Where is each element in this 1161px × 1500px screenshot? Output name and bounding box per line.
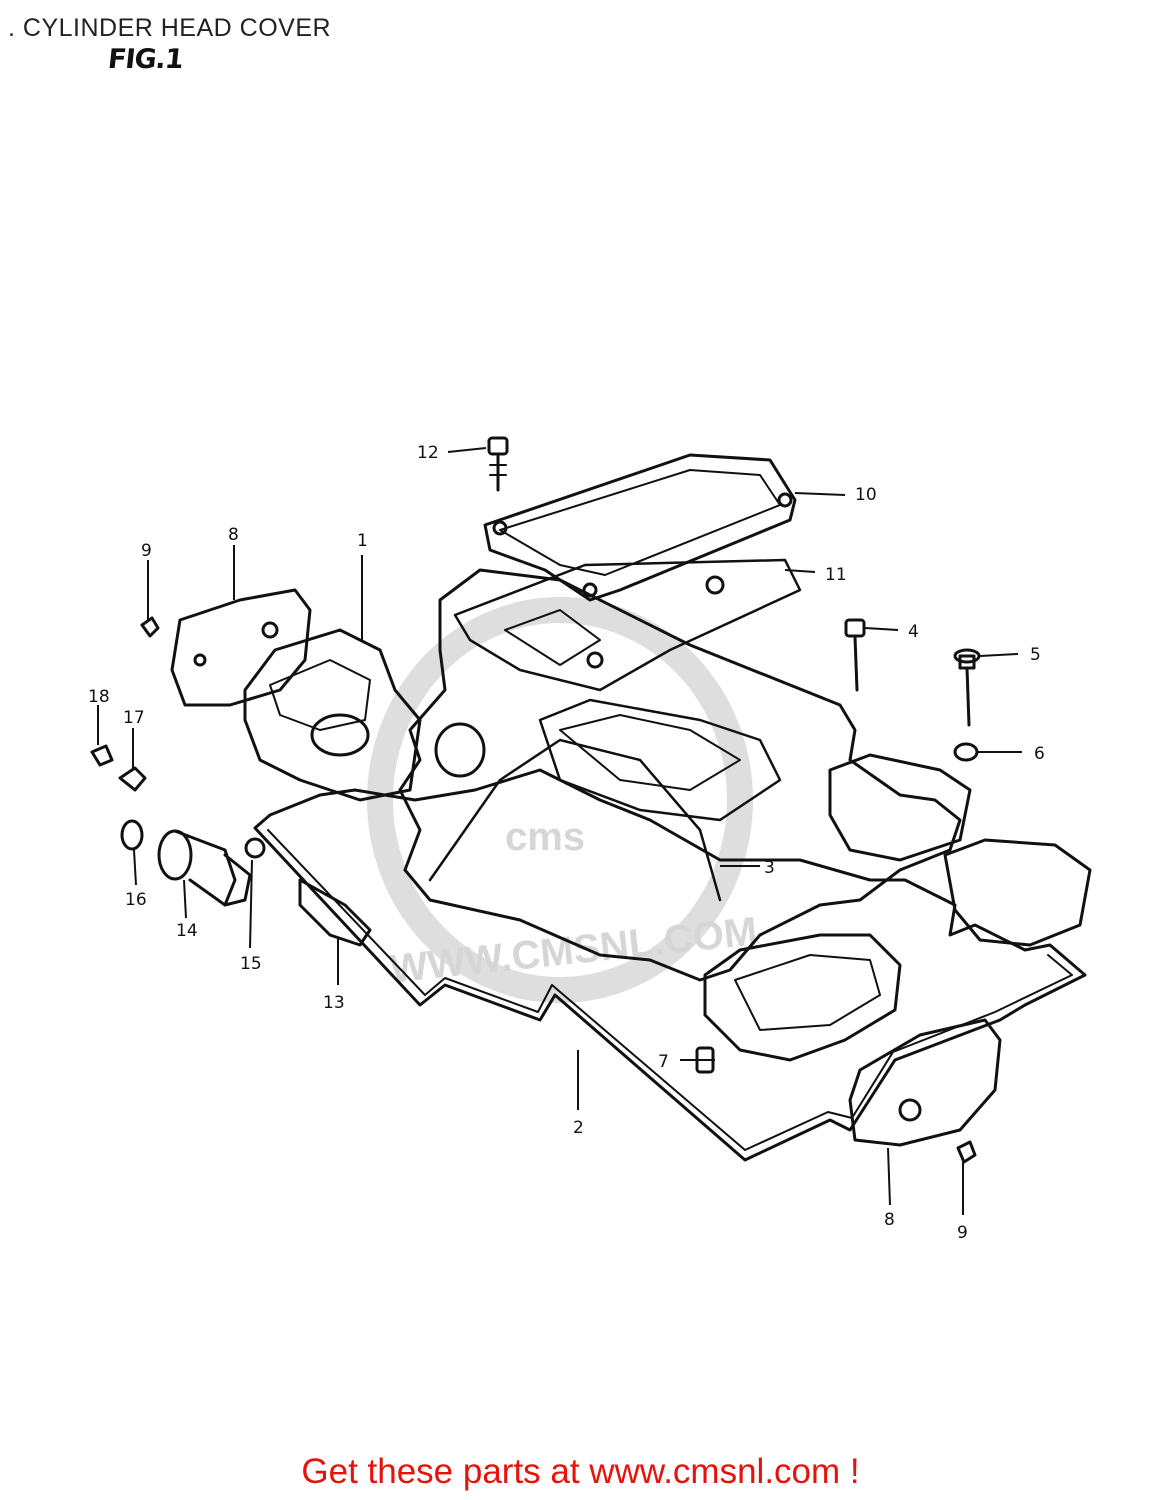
tach-drive-14 <box>157 829 252 907</box>
callout-numbers: 1 2 3 4 5 6 7 8 8 9 9 10 11 12 13 14 15 … <box>88 443 1045 1243</box>
callout-9-bottom: 9 <box>957 1223 968 1243</box>
get-parts-link[interactable]: Get these parts at www.cmsnl.com ! <box>0 1452 1161 1492</box>
callout-2: 2 <box>573 1118 584 1138</box>
callout-8-top: 8 <box>228 525 239 545</box>
callout-6: 6 <box>1034 744 1045 764</box>
gasket-inner <box>267 829 1073 1151</box>
head-cover-center-inner <box>559 714 741 791</box>
callout-5: 5 <box>1030 645 1041 665</box>
oring-15 <box>244 837 266 859</box>
head-cover-body <box>398 568 962 982</box>
breather-gasket <box>453 558 802 692</box>
callout-3: 3 <box>764 858 775 878</box>
screw-9-left <box>140 616 160 638</box>
watermark-logo: cms <box>505 815 585 859</box>
oring-16 <box>120 819 144 851</box>
watermark: cms WWW.CMSNL.COM <box>367 597 759 1003</box>
right-housing-c <box>703 933 902 1062</box>
breather-cover <box>483 453 797 602</box>
page-title: . CYLINDER HEAD COVER <box>8 14 332 42</box>
callout-10: 10 <box>855 485 877 505</box>
get-parts-link-text[interactable]: Get these parts at www.cmsnl.com ! <box>301 1452 860 1491</box>
bolt-18 <box>90 744 114 767</box>
callout-9-top: 9 <box>141 541 152 561</box>
callout-7: 7 <box>658 1052 669 1072</box>
end-cap-left <box>170 588 312 707</box>
callout-8-bottom: 8 <box>884 1210 895 1230</box>
plate-17 <box>118 766 147 792</box>
sensor-13 <box>298 878 372 947</box>
callout-18: 18 <box>88 687 110 707</box>
callout-13: 13 <box>323 993 345 1013</box>
callout-17: 17 <box>123 708 145 728</box>
bolt-5 <box>953 648 981 727</box>
head-cover-ridge <box>428 738 722 902</box>
bolt-12 <box>487 436 509 492</box>
callout-4: 4 <box>908 622 919 642</box>
right-housing-b <box>943 838 1092 947</box>
callout-11: 11 <box>825 565 847 585</box>
callout-1: 1 <box>357 531 368 551</box>
gasket-outline <box>253 768 1087 1162</box>
callout-16: 16 <box>125 890 147 910</box>
head-cover-center <box>538 698 782 822</box>
right-housing-a <box>828 753 972 862</box>
callout-14: 14 <box>176 921 198 941</box>
left-housing <box>243 628 422 802</box>
washer-6 <box>953 742 979 762</box>
screw-9-right <box>956 1140 977 1164</box>
leader-lines <box>97 447 1022 1215</box>
callout-12: 12 <box>417 443 439 463</box>
bolt-4 <box>844 618 866 692</box>
callout-15: 15 <box>240 954 262 974</box>
end-cap-right <box>848 1018 1002 1147</box>
